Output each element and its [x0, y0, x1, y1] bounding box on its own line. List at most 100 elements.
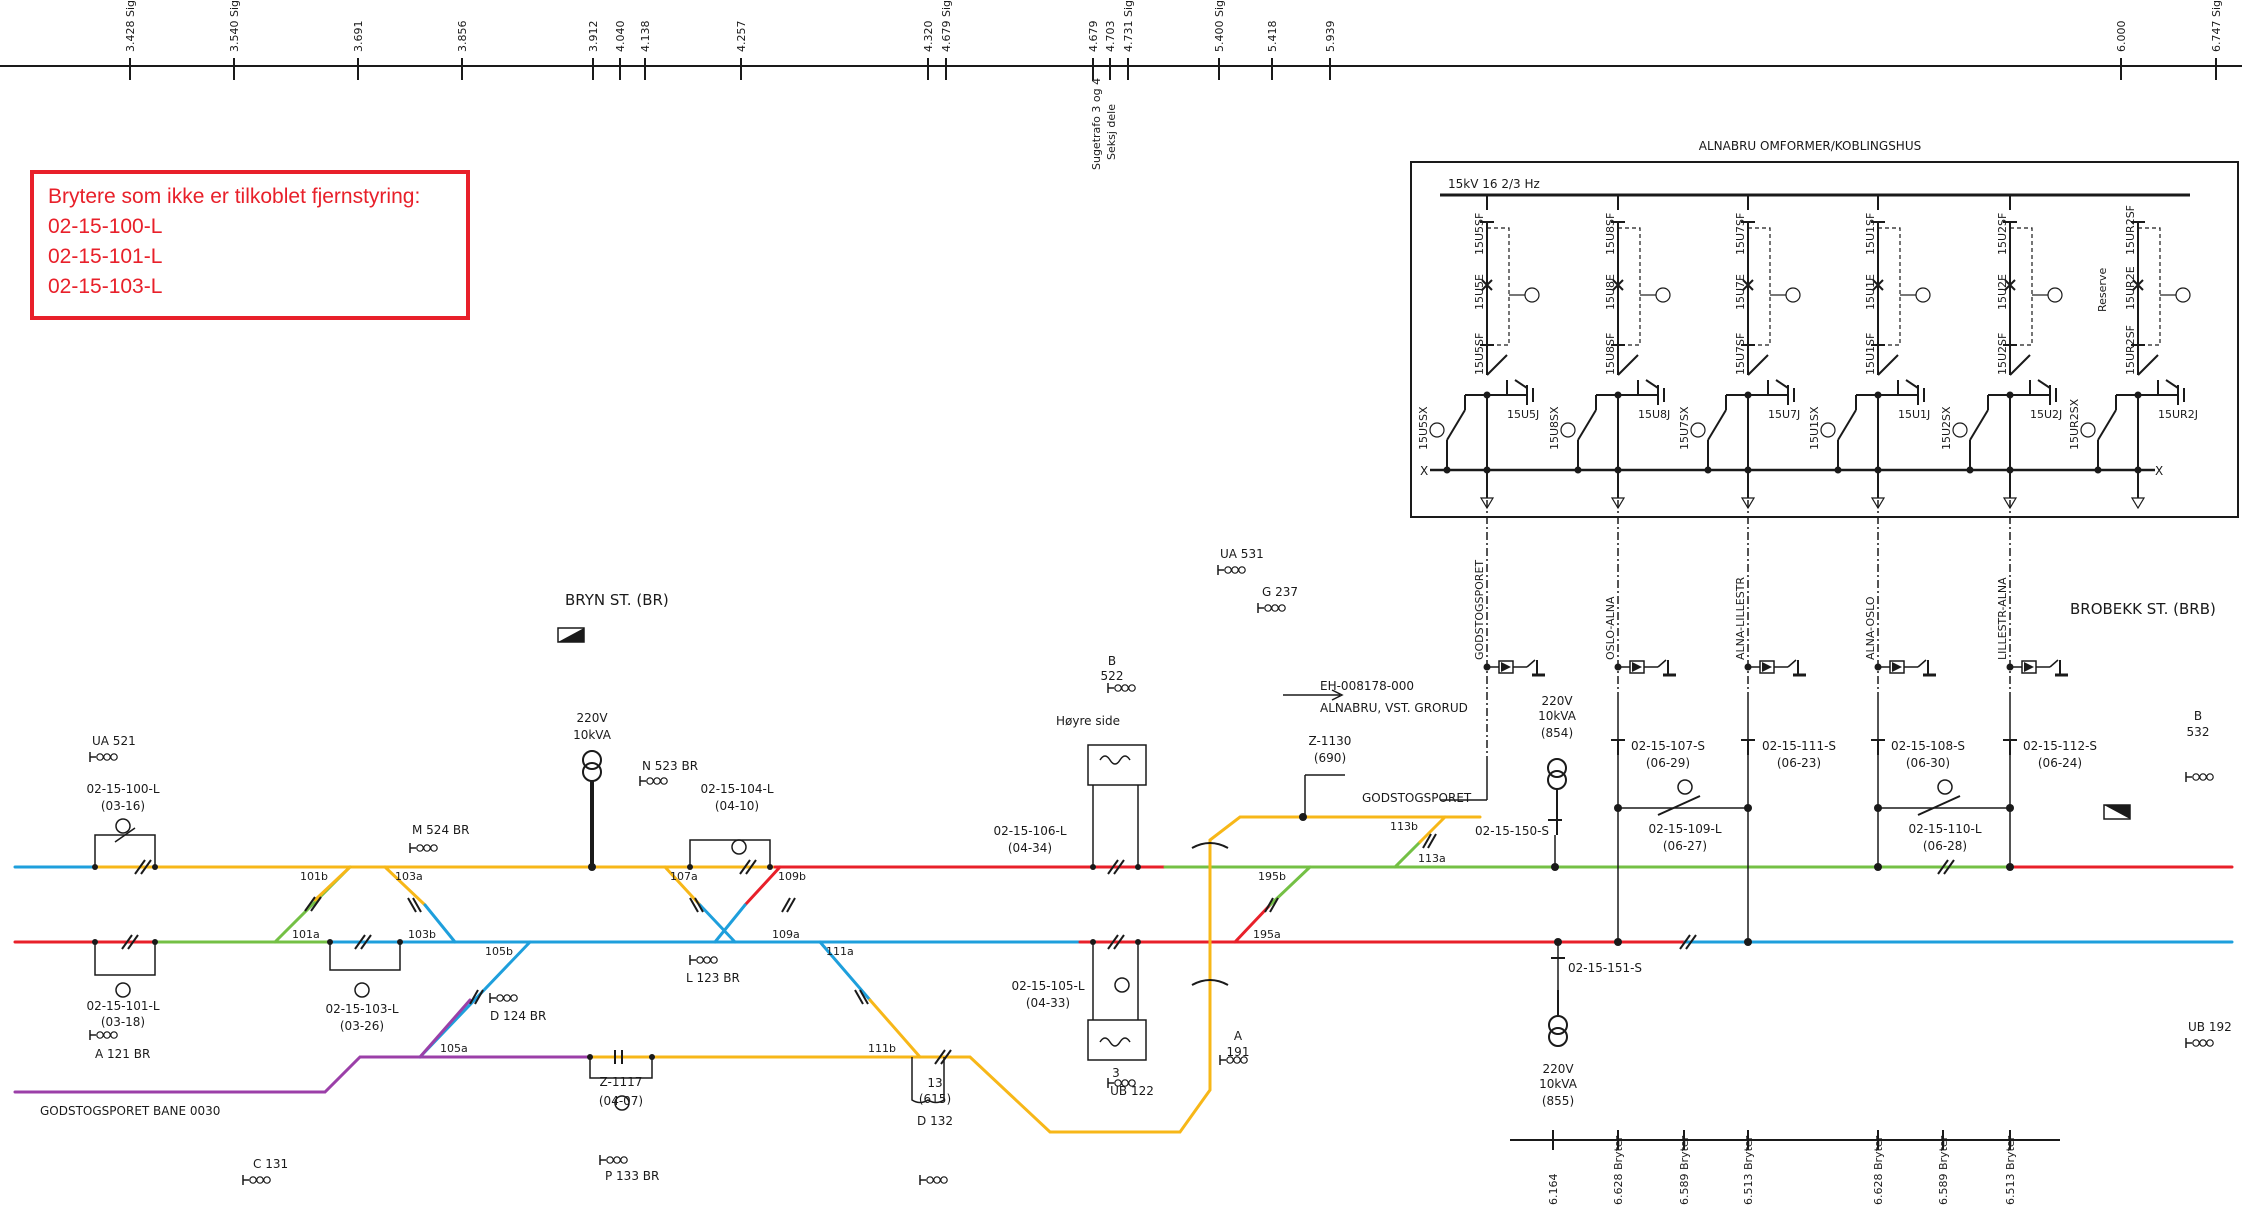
signal-label: UB 192	[2188, 1020, 2232, 1034]
transformer-label: 220V	[1541, 694, 1573, 708]
x-label-left: X	[1420, 464, 1428, 478]
section-label: 113b	[1390, 820, 1418, 833]
signal-icon	[599, 1155, 628, 1165]
crossover-101b	[313, 865, 352, 902]
signal-icon	[1107, 683, 1136, 693]
ruler-label: 6.747 Sign	[2210, 0, 2223, 52]
ruler-label: 5.939	[1324, 21, 1337, 53]
signal-label: UB 122	[1110, 1084, 1154, 1098]
bottom-ruler-label: 6.513 Bryter	[1742, 1135, 1755, 1205]
signal-label: M 524 BR	[412, 823, 469, 837]
bay-sf-label: 15U7SF	[1734, 333, 1747, 375]
bay-e-label: 15U7E	[1734, 274, 1747, 310]
transformer-label: 220V	[1542, 1062, 1574, 1076]
switch-label: 02-15-100-L	[86, 782, 159, 796]
signal-label: N 523 BR	[642, 759, 698, 773]
bay-sf-label: 15U5SF	[1473, 333, 1486, 375]
signal-label: 3	[1112, 1066, 1120, 1080]
crossover-113b	[1418, 815, 1447, 844]
switch-label: (06-23)	[1777, 756, 1821, 770]
signal-icon	[639, 776, 668, 786]
feeder-name: LILLESTR-ALNA	[1996, 577, 2009, 660]
signal-icon	[89, 1030, 118, 1040]
switch-label: (04-34)	[1008, 841, 1052, 855]
bay-sf-label: 15U2SF	[1996, 333, 2009, 375]
section-label: 107a	[670, 870, 698, 883]
busbar-label: 15kV 16 2/3 Hz	[1448, 177, 1540, 191]
sugetrafo-note: Sugetrafo 3 og 4	[1090, 78, 1103, 170]
signal-label: C 131	[253, 1157, 288, 1171]
bay-j-label: 15U8J	[1638, 408, 1670, 421]
side-label: Høyre side	[1056, 714, 1120, 728]
station-name-bryn: BRYN ST. (BR)	[565, 591, 669, 609]
signal-icon	[1107, 1078, 1136, 1088]
ruler-label: 4.138	[639, 21, 652, 53]
switch-label: 02-15-101-L	[86, 999, 159, 1013]
switch-label: 02-15-108-S	[1891, 739, 1965, 753]
ruler-label: 4.320	[922, 21, 935, 53]
crossover-111b	[868, 998, 922, 1059]
bay-sx-label: 15U8SX	[1548, 406, 1561, 450]
transformer-label: (855)	[1542, 1094, 1574, 1108]
switch-label: (04-33)	[1026, 996, 1070, 1010]
signal-label: A	[1234, 1029, 1243, 1043]
ruler-label: 3.540 Sign	[228, 0, 241, 52]
signal-icon	[242, 1175, 271, 1185]
bottom-ruler-label: 6.628 Bryter	[1612, 1135, 1625, 1205]
section-label: 195a	[1253, 928, 1281, 941]
signal-label: L 123 BR	[686, 971, 740, 985]
section-label: 103a	[395, 870, 423, 883]
signal-icon	[89, 752, 118, 762]
switch-label: 02-15-110-L	[1908, 822, 1981, 836]
reserve-label: Reserve	[2096, 268, 2109, 312]
signal-label: A 121 BR	[95, 1047, 150, 1061]
ruler-label: 4.679	[1087, 21, 1100, 53]
bay-j-label: 15U7J	[1768, 408, 1800, 421]
signal-label: 191	[1227, 1045, 1250, 1059]
switch-label: 02-15-104-L	[700, 782, 773, 796]
booster-transformers	[911, 689, 1345, 1104]
bay-sf-label: 15U8SF	[1604, 333, 1617, 375]
section-label: 103b	[408, 928, 436, 941]
signal-icon	[489, 993, 518, 1003]
switch-label: (03-26)	[340, 1019, 384, 1033]
feeder-name: ALNA-OSLO	[1864, 596, 1877, 660]
signal-label: D 132	[917, 1114, 953, 1128]
switch-label: (06-24)	[2038, 756, 2082, 770]
notice-line-title: Brytere som ikke er tilkoblet fjernstyri…	[48, 185, 421, 208]
signal-icon	[1219, 1055, 1248, 1065]
bay-j-label: 15U1J	[1898, 408, 1930, 421]
signal-icon	[689, 955, 718, 965]
bay-sx-label: 15U5SX	[1417, 406, 1430, 450]
crossover-107b	[698, 903, 737, 944]
bay-sf-label: 15U5SF	[1473, 213, 1486, 255]
signal-icon	[1217, 565, 1246, 575]
feeder-name: OSLO-ALNA	[1604, 596, 1617, 660]
drawing-reference: ALNABRU, VST. GRORUD	[1320, 701, 1468, 715]
track-godstog-purple	[13, 1055, 592, 1094]
ruler-label: 3.691	[352, 21, 365, 53]
signal-label: D 124 BR	[490, 1009, 546, 1023]
signal-label: (615)	[919, 1092, 951, 1106]
crossover-113a	[1393, 840, 1422, 869]
ruler-label: 5.418	[1266, 21, 1279, 53]
feeder-name: ALNA-LILLESTR	[1734, 577, 1747, 660]
switch-label: (06-28)	[1923, 839, 1967, 853]
station-name-brobekk: BROBEKK ST. (BRB)	[2070, 600, 2216, 618]
bay-sf-label: 15U1SF	[1864, 333, 1877, 375]
ruler-label: 5.400 Sign	[1213, 0, 1226, 52]
station-markers	[557, 627, 2131, 820]
bay-j-label: 15U2J	[2030, 408, 2062, 421]
bay-sx-label: 15U2SX	[1940, 406, 1953, 450]
crossover-111a	[818, 940, 872, 1002]
signal-label: UA 531	[1220, 547, 1264, 561]
bay-e-label: 15U5E	[1473, 274, 1486, 310]
bottom-ruler-label: 6.589 Bryter	[1937, 1135, 1950, 1205]
x-label-right: X	[2155, 464, 2163, 478]
bay-sf-label: 15U8SF	[1604, 213, 1617, 255]
crossover-107a	[663, 865, 702, 907]
crossover-195a	[1233, 903, 1272, 944]
